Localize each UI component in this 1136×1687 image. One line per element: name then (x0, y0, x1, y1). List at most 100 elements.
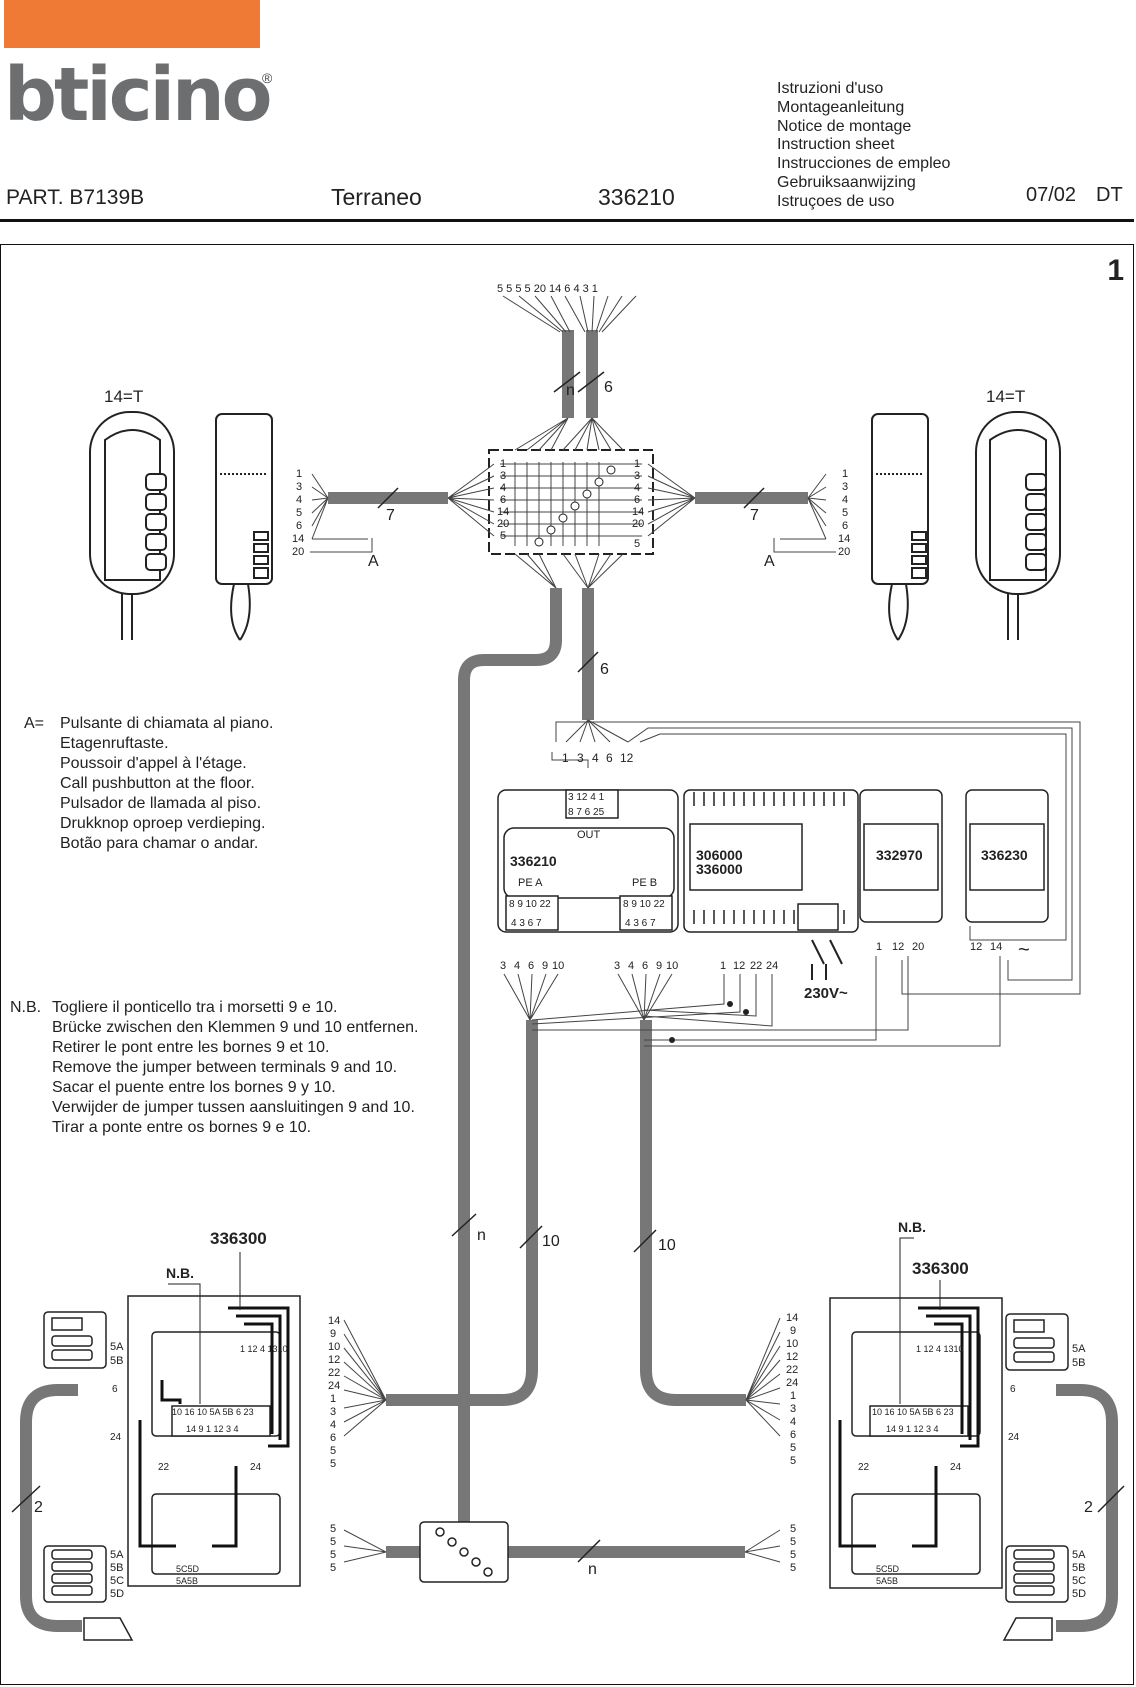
bus-term: 12 (620, 751, 634, 765)
label-14T-right: 14=T (986, 387, 1025, 406)
handset-left (89, 411, 175, 640)
button-label: 5A (1072, 1549, 1086, 1561)
phone-term: 5 (842, 507, 848, 519)
button-label: 5A (1072, 1343, 1086, 1355)
box-right-term: 1 (634, 458, 640, 470)
panel-right-nb: N.B. (898, 1219, 926, 1235)
button-label: 5D (110, 1588, 124, 1600)
label-10-left: 10 (542, 1233, 560, 1250)
box-right-term: 6 (634, 494, 640, 506)
button-label: 5A (110, 1549, 124, 1561)
phone-term: 3 (296, 481, 302, 493)
label-6-bus: 6 (600, 661, 609, 678)
unit-332970 (859, 789, 943, 923)
panel-336300-right (829, 1297, 1003, 1589)
handset-right (975, 411, 1061, 640)
panel-right-term: 22 (786, 1364, 798, 1376)
panel-right-top-terms: 1 12 4 1310 (916, 1344, 964, 1354)
group-c-term: 24 (766, 960, 778, 972)
header-rule (0, 219, 1134, 222)
label-n-mid: n (477, 1227, 486, 1244)
note-nb-line: Sacar el puente entre los bornes 9 y 10. (52, 1079, 336, 1096)
unit-main-pe-a: PE A (518, 877, 543, 889)
phone-term: 4 (296, 494, 302, 506)
button-label: 5C (1072, 1575, 1086, 1587)
panel-left-5a5b: 5A5B (176, 1576, 198, 1586)
box-right-term: 5 (634, 538, 640, 550)
panel-right-22: 22 (858, 1462, 870, 1473)
panel-left-term: 6 (330, 1432, 336, 1444)
phone-term: 20 (292, 546, 304, 558)
panel-right-term: 5 (790, 1455, 796, 1467)
brand-accent-bar (4, 0, 260, 48)
group-b-term: 4 (628, 960, 634, 972)
button-label: 5B (110, 1355, 123, 1367)
phone-term: 1 (842, 468, 848, 480)
phone-term: 6 (842, 520, 848, 532)
product-code: 336210 (598, 184, 675, 210)
group-c-term: 12 (733, 960, 745, 972)
panel-left-code: 336300 (210, 1229, 267, 1248)
cable-10-right (640, 1020, 746, 1406)
group-c-term: 22 (750, 960, 762, 972)
language-item: Instrucciones de empleo (777, 155, 951, 173)
box-left-term: 5 (500, 530, 506, 542)
panel-left-nb: N.B. (166, 1265, 194, 1281)
unit-psu-code1: 306000 (696, 847, 743, 863)
language-item: Montageanleitung (777, 98, 905, 116)
panel-left-22: 22 (158, 1462, 170, 1473)
panel-right-24b: 24 (1008, 1432, 1020, 1443)
bus-term: 1 (562, 751, 569, 765)
button-label: 5B (1072, 1357, 1085, 1369)
cable-10-left (386, 1020, 538, 1406)
group-b-term: 6 (642, 960, 648, 972)
unit-336230-term: 14 (990, 941, 1002, 953)
product-name: Terraneo (331, 184, 422, 210)
panel-left-low-term: 5 (330, 1536, 336, 1548)
unit-main-top-terms: 3 12 4 1 (568, 792, 605, 803)
panel-right-low-term: 5 (790, 1562, 796, 1574)
unit-main-top-terms2: 8 7 6 25 (568, 807, 605, 818)
panel-right-24: 24 (950, 1462, 962, 1473)
unit-336210 (497, 789, 679, 933)
phone-term: 3 (842, 481, 848, 493)
language-item: Gebruiksaanwijzing (777, 173, 916, 191)
note-nb-line: Tirar a ponte entre os bornes 9 e 10. (52, 1119, 312, 1136)
group-a-term: 9 (542, 960, 548, 972)
figure-frame (0, 244, 1134, 1685)
box-left-term: 3 (500, 470, 506, 482)
panel-left-term: 10 (328, 1341, 340, 1353)
panel-left-top-terms: 1 12 4 1310 (240, 1344, 288, 1354)
intercom-right (871, 413, 929, 641)
note-a-line: Drukknop oproep verdieping. (60, 815, 266, 832)
panel-left-term: 22 (328, 1367, 340, 1379)
note-a-line: Poussoir d'appel à l'étage. (60, 755, 247, 772)
unit-psu (683, 789, 859, 933)
button-label: 5D (1072, 1588, 1086, 1600)
bus-term: 6 (606, 751, 613, 765)
connector-left (83, 1617, 134, 1641)
phone-term: 5 (296, 507, 302, 519)
box-left-term: 20 (497, 518, 509, 530)
button-panel-left-bottom (43, 1545, 107, 1603)
group-a-term: 4 (514, 960, 520, 972)
language-list: Istruzioni d'uso Montageanleitung Notice… (777, 80, 950, 212)
panel-right-term: 5 (790, 1442, 796, 1454)
button-label: 5C (110, 1575, 124, 1587)
button-label: 5B (1072, 1562, 1085, 1574)
bus-term: 4 (592, 751, 599, 765)
language-item: Notice de montage (777, 117, 912, 135)
group-a-term: 6 (528, 960, 534, 972)
label-7-left: 7 (386, 507, 395, 524)
panel-left-5c5d: 5C5D (176, 1564, 200, 1574)
unit-332970-code: 332970 (876, 847, 923, 863)
part-number: PART. B7139B (6, 186, 145, 209)
language-item: Istruçoes de uso (777, 192, 895, 210)
panel-right-term: 3 (790, 1403, 796, 1415)
panel-right-term: 10 (786, 1338, 798, 1350)
unit-336230-term: 12 (970, 941, 982, 953)
panel-right-term: 9 (790, 1325, 796, 1337)
label-n-top: n (566, 382, 575, 399)
unit-psu-mains: 230V~ (804, 985, 848, 1002)
label-A-left: A (368, 553, 379, 570)
